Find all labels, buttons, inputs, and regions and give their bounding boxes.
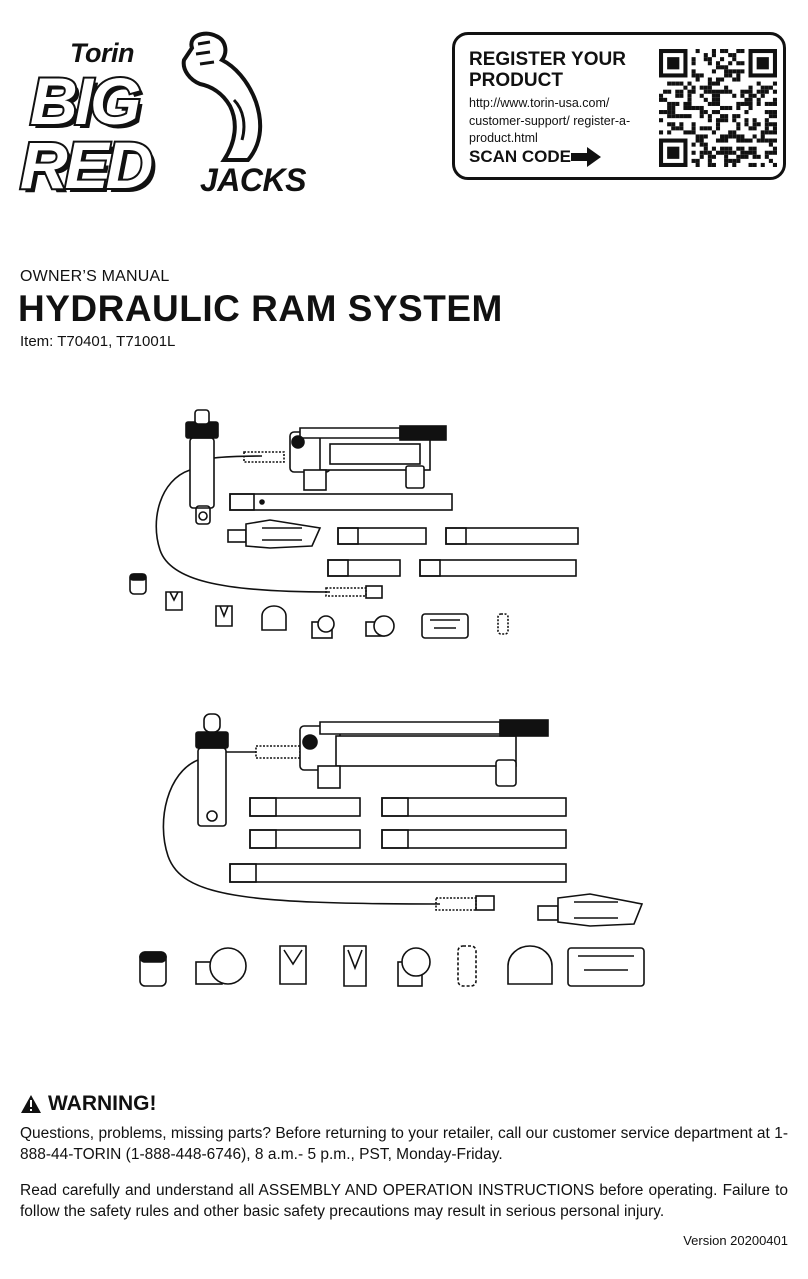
qr-code[interactable] bbox=[659, 49, 777, 167]
customer-service-paragraph: Questions, problems, missing parts? Befo… bbox=[20, 1125, 788, 1163]
version-label: Version 20200401 bbox=[683, 1233, 788, 1248]
kit-t70401-illustration bbox=[129, 409, 579, 639]
safety-paragraph: Read carefully and understand all ASSEMB… bbox=[20, 1182, 788, 1220]
warning-heading: WARNING! bbox=[20, 1092, 157, 1116]
warning-title: WARNING! bbox=[48, 1092, 157, 1115]
flexed-arm-icon bbox=[181, 31, 263, 162]
register-product-box[interactable]: REGISTER YOUR PRODUCT http://www.torin-u… bbox=[452, 32, 786, 180]
register-url[interactable]: http://www.torin-usa.com/ customer-suppo… bbox=[469, 96, 631, 145]
brand-jacks: JACKS bbox=[200, 162, 306, 198]
page-title: HYDRAULIC RAM SYSTEM bbox=[18, 288, 503, 329]
kit-t71001l-illustration bbox=[139, 713, 645, 987]
scan-code-label: SCAN CODE bbox=[469, 147, 572, 166]
arrow-right-icon bbox=[571, 147, 601, 167]
register-title: REGISTER YOUR PRODUCT bbox=[469, 49, 626, 91]
brand-big: BIG bbox=[28, 64, 143, 138]
manual-label: OWNER’S MANUAL bbox=[20, 268, 170, 285]
warning-triangle-icon bbox=[21, 1095, 41, 1113]
brand-torin: Torin bbox=[70, 38, 135, 68]
brand-red: RED bbox=[18, 128, 155, 202]
brand-logo: Torin BIG RED JACKS bbox=[14, 24, 354, 204]
item-numbers: Item: T70401, T71001L bbox=[20, 333, 176, 350]
product-illustration bbox=[129, 409, 645, 987]
